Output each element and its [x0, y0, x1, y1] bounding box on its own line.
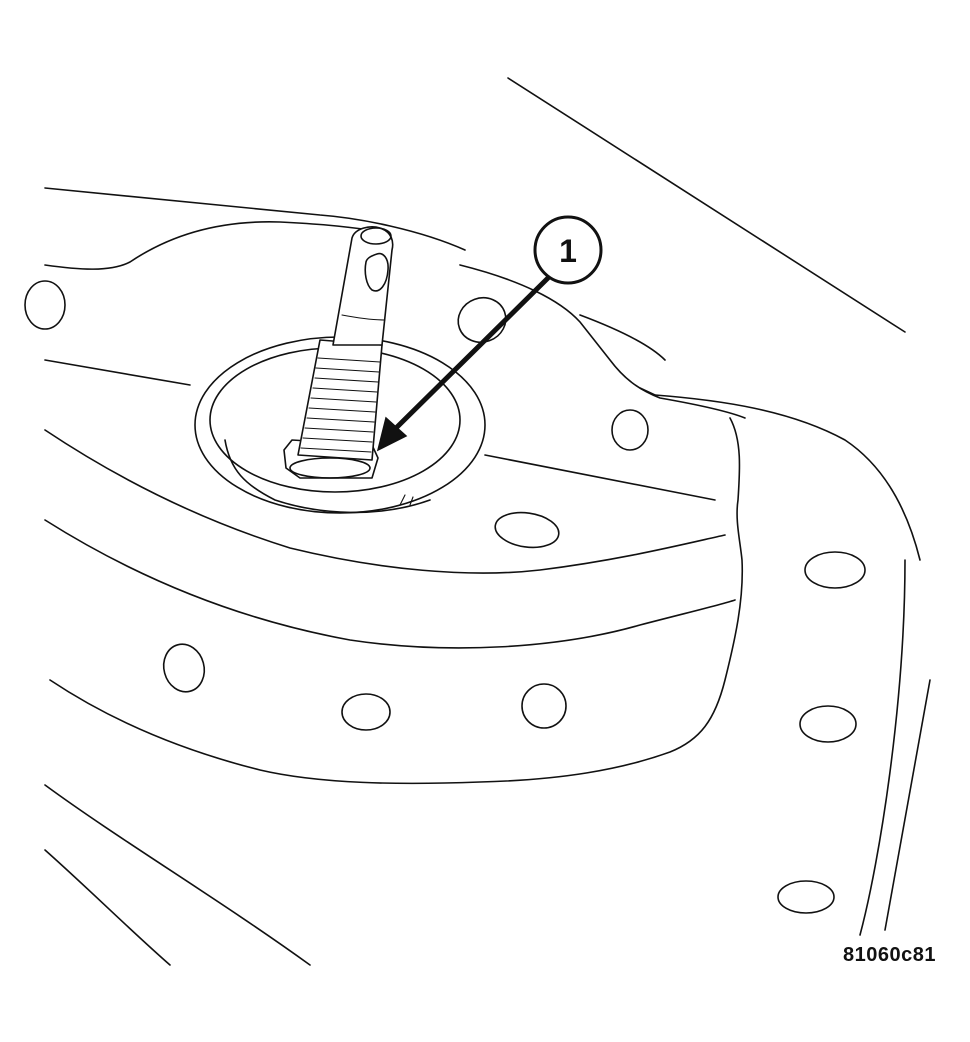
bolt-hole [494, 511, 560, 549]
callout-arrow [376, 271, 553, 452]
callout-1-label: 1 [559, 233, 577, 269]
bolt-hole [804, 551, 866, 589]
bolt-hole [341, 693, 391, 731]
bolt-holes [24, 280, 866, 914]
bolt-hole [799, 705, 857, 743]
figure-code: 81060c81 [843, 944, 936, 966]
bolt-hole [777, 880, 835, 914]
background-edges [507, 77, 931, 936]
bolt-hole [611, 409, 649, 451]
cylinder-head-body [44, 187, 746, 966]
bolt-hole [24, 280, 66, 330]
bolt-hole [521, 683, 567, 729]
bolt-hole [162, 643, 206, 693]
callout-1: 1 [533, 215, 603, 285]
glow-plug [283, 226, 394, 479]
glow-plug-threads [300, 357, 381, 453]
